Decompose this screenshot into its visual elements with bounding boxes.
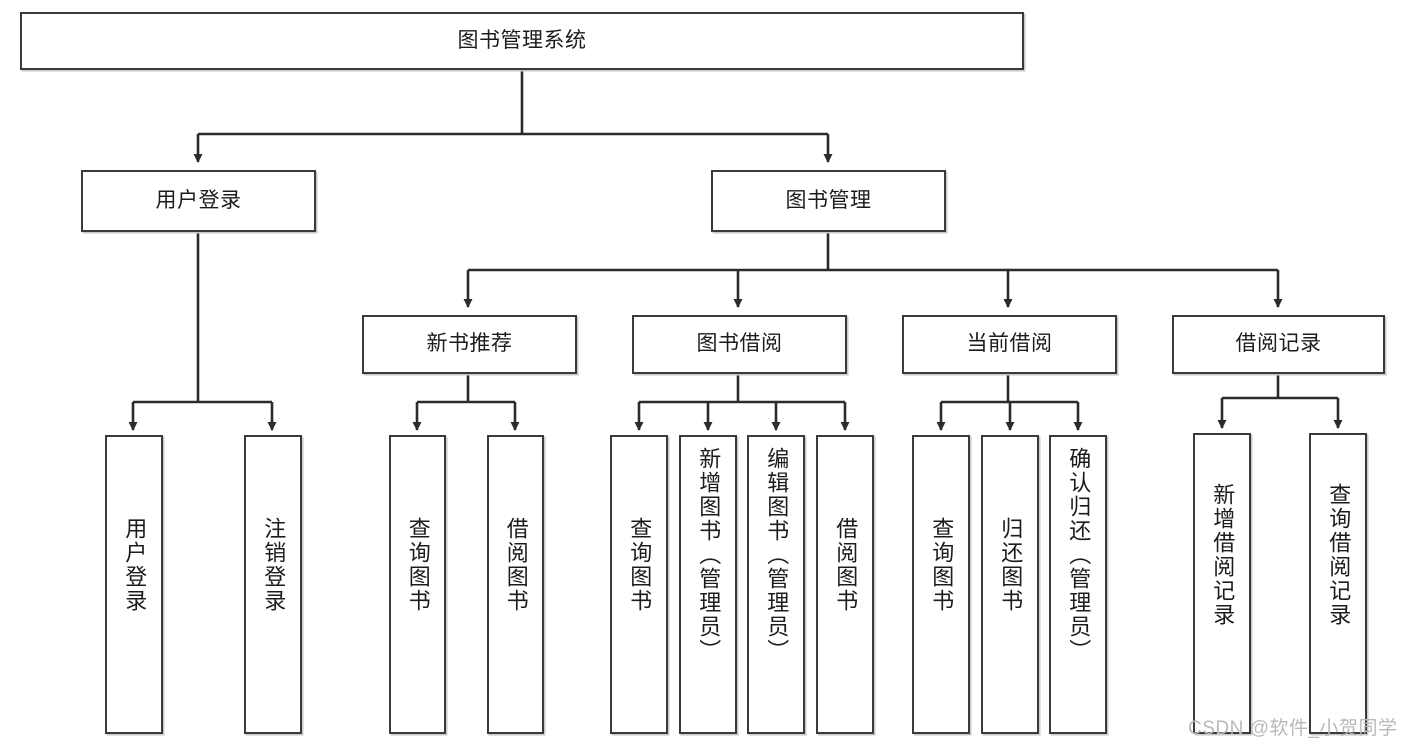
node-root-book-management-system[interactable]: 图书管理系统	[20, 12, 1024, 70]
node-label: 归还图书	[998, 517, 1024, 613]
leaf-borrow-edit-book-admin[interactable]: 编辑图书（管理员）	[747, 435, 805, 734]
node-label: 用户登录	[122, 517, 148, 613]
node-label: 用户登录	[155, 188, 242, 212]
node-label: 图书借阅	[696, 332, 783, 356]
node-book-management[interactable]: 图书管理	[711, 170, 946, 232]
node-label: 查询图书	[929, 517, 955, 613]
node-label: 新增图书（管理员）	[696, 447, 722, 663]
leaf-new-book-query-book[interactable]: 查询图书	[389, 435, 446, 734]
node-label: 当前借阅	[966, 332, 1053, 356]
watermark: CSDN @软件_小贺同学	[1188, 718, 1398, 739]
node-label: 新书推荐	[426, 332, 513, 356]
node-new-book-recommend[interactable]: 新书推荐	[362, 315, 577, 374]
node-user-login[interactable]: 用户登录	[81, 170, 316, 232]
node-label: 注销登录	[261, 517, 287, 613]
node-label: 图书管理系统	[457, 28, 587, 52]
node-label: 查询借阅记录	[1326, 483, 1352, 627]
node-current-borrow[interactable]: 当前借阅	[902, 315, 1117, 374]
leaf-record-query-record[interactable]: 查询借阅记录	[1309, 433, 1367, 734]
leaf-user-login-login[interactable]: 用户登录	[105, 435, 163, 734]
node-label: 编辑图书（管理员）	[764, 447, 790, 663]
node-borrow-record[interactable]: 借阅记录	[1172, 315, 1385, 374]
node-label: 查询图书	[627, 517, 653, 613]
leaf-borrow-add-book-admin[interactable]: 新增图书（管理员）	[679, 435, 737, 734]
node-book-borrow[interactable]: 图书借阅	[632, 315, 847, 374]
leaf-current-query-book[interactable]: 查询图书	[912, 435, 970, 734]
leaf-current-return-book[interactable]: 归还图书	[981, 435, 1039, 734]
node-label: 借阅图书	[503, 517, 529, 613]
leaf-borrow-borrow-book[interactable]: 借阅图书	[816, 435, 874, 734]
leaf-borrow-query-book[interactable]: 查询图书	[610, 435, 668, 734]
leaf-user-login-logout[interactable]: 注销登录	[244, 435, 302, 734]
node-label: 借阅图书	[833, 517, 859, 613]
leaf-record-add-record[interactable]: 新增借阅记录	[1193, 433, 1251, 734]
node-label: 借阅记录	[1235, 332, 1322, 356]
node-label: 新增借阅记录	[1210, 483, 1236, 627]
leaf-current-confirm-return-admin[interactable]: 确认归还（管理员）	[1049, 435, 1107, 734]
leaf-new-book-borrow-book[interactable]: 借阅图书	[487, 435, 544, 734]
node-label: 查询图书	[405, 517, 431, 613]
node-label: 图书管理	[785, 188, 872, 212]
node-label: 确认归还（管理员）	[1066, 447, 1092, 663]
